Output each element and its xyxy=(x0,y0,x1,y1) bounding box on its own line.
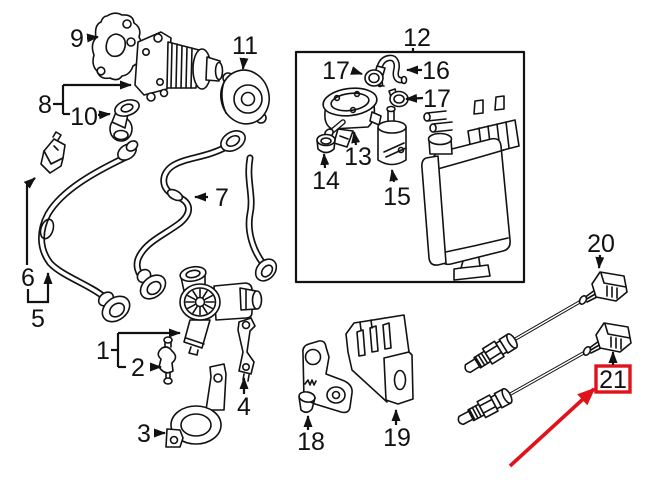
part-13-valve-drawing xyxy=(322,87,382,148)
callout-label-2[interactable]: 2 xyxy=(131,354,145,382)
callout-label-3[interactable]: 3 xyxy=(137,420,151,448)
callout-label-4[interactable]: 4 xyxy=(237,393,251,421)
part-4-bracket-drawing xyxy=(237,317,256,382)
callout-label-1[interactable]: 1 xyxy=(96,337,110,365)
callout-label-10[interactable]: 10 xyxy=(70,103,98,131)
part-7-hose-drawing xyxy=(133,130,278,300)
part-17-clamp-b-drawing xyxy=(388,88,409,108)
callout-label-18[interactable]: 18 xyxy=(297,428,325,456)
callout-leader-9 xyxy=(86,33,99,43)
part-8-egr-valve-drawing xyxy=(134,31,224,102)
part-evap-canister-drawing xyxy=(421,95,520,281)
part-18-bracket-drawing xyxy=(298,340,353,414)
part-3-bracket-drawing xyxy=(165,363,227,448)
callout-label-15[interactable]: 15 xyxy=(383,183,411,211)
callout-label-9[interactable]: 9 xyxy=(70,25,84,53)
group-12-outline xyxy=(294,50,526,284)
callout-leader-10 xyxy=(97,110,111,120)
part-6-connector-drawing xyxy=(40,131,66,174)
callout-label-17b[interactable]: 17 xyxy=(423,85,451,113)
part-9-gasket-drawing xyxy=(91,12,143,81)
part-14-cap-drawing xyxy=(316,133,336,154)
part-11-flange-drawing xyxy=(220,69,270,125)
part-15-filter-drawing xyxy=(377,105,407,166)
part-20-oxygen-sensor-drawing xyxy=(460,271,628,379)
callout-leader-20 xyxy=(595,254,605,269)
callout-label-16[interactable]: 16 xyxy=(422,57,450,85)
callout-label-19[interactable]: 19 xyxy=(383,424,411,452)
callout-label-14[interactable]: 14 xyxy=(312,167,340,195)
part-10-pipe-drawing xyxy=(109,99,140,142)
callout-label-5[interactable]: 5 xyxy=(31,305,45,333)
callout-leader-17a xyxy=(350,66,363,76)
callout-label-17a[interactable]: 17 xyxy=(322,57,350,85)
highlight-box-part-21 xyxy=(594,364,632,394)
callout-leader-11 xyxy=(239,57,249,70)
part-21-oxygen-sensor-drawing xyxy=(453,322,632,431)
part-1-air-pump-drawing xyxy=(179,265,263,356)
callout-label-20[interactable]: 20 xyxy=(587,230,615,258)
callout-label-7[interactable]: 7 xyxy=(215,184,229,212)
callout-label-11[interactable]: 11 xyxy=(232,32,258,60)
callout-leader-5 xyxy=(26,272,53,304)
callout-leader-13 xyxy=(351,131,361,146)
callout-leader-14 xyxy=(320,153,330,169)
callout-label-12[interactable]: 12 xyxy=(403,24,431,52)
part-5-hose-drawing xyxy=(38,140,139,323)
callout-label-21[interactable]: 21 xyxy=(599,366,627,394)
part-19-bracket-drawing xyxy=(345,314,414,405)
highlight-arrow xyxy=(508,387,596,468)
callout-leader-15 xyxy=(389,169,399,183)
drawings-layer xyxy=(38,12,632,448)
callout-leader-6 xyxy=(23,177,36,265)
callout-label-6[interactable]: 6 xyxy=(21,264,35,292)
callout-label-13[interactable]: 13 xyxy=(344,143,372,171)
part-2-mount-drawing xyxy=(157,336,177,385)
callout-label-8[interactable]: 8 xyxy=(38,91,52,119)
part-16-hose-drawing xyxy=(375,54,408,88)
callout-leader-17b xyxy=(405,93,424,103)
part-17-clamp-a-drawing xyxy=(364,65,386,87)
